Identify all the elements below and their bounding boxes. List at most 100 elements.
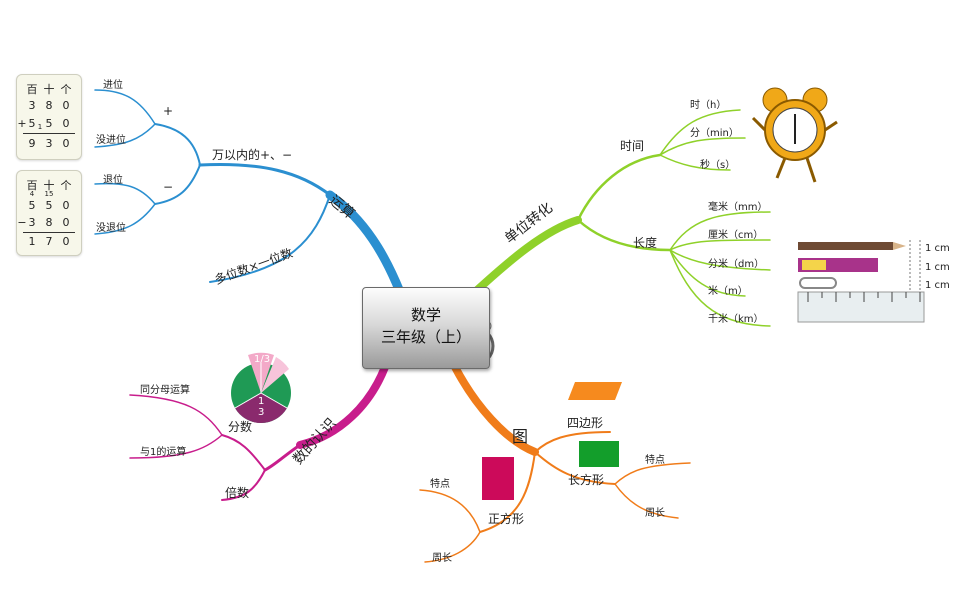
sub-r1-hundreds: 5 xyxy=(28,199,36,212)
same-denom-stroke xyxy=(129,394,223,436)
carry-label: 进位 xyxy=(103,80,123,91)
operations-branch xyxy=(94,89,405,297)
operations-multi-stroke xyxy=(209,194,331,283)
fraction-pie-illustration xyxy=(231,352,291,424)
rectangle-shape xyxy=(579,441,619,467)
quadrilateral-shape xyxy=(568,382,622,400)
sub-r1-ones: 0 xyxy=(62,199,70,212)
second-label: 秒（s） xyxy=(700,160,736,171)
add-r2-hundreds: 5 xyxy=(28,117,36,130)
clip xyxy=(799,277,837,289)
multiple-label: 倍数 xyxy=(225,486,250,500)
add-sub-label: 万以内的+、− xyxy=(212,148,293,162)
sub-r2-ones: 0 xyxy=(62,216,70,229)
hour-label: 时（h） xyxy=(690,100,727,111)
pie-divider-2 xyxy=(234,392,262,409)
mm-label: 毫米（mm） xyxy=(708,202,768,213)
addition-card: 百 十 个 3 8 0 + 5 1 5 0 9 3 0 xyxy=(16,74,82,160)
add-result-ones: 0 xyxy=(62,137,70,150)
sub-result-ones: 0 xyxy=(62,235,70,248)
alarm-clock-illustration xyxy=(751,87,838,183)
quad-stroke xyxy=(534,431,611,453)
add-header-tens: 十 xyxy=(43,83,55,96)
add-r2-ones: 0 xyxy=(62,117,70,130)
square-feature-label: 特点 xyxy=(430,479,450,490)
numbers-main-stroke xyxy=(296,363,389,449)
sub-r1-tens: 5 xyxy=(45,199,53,212)
km-label: 千米（km） xyxy=(708,314,764,325)
square-feature-stroke xyxy=(419,489,481,533)
m-label: 米（m） xyxy=(708,286,748,297)
units-main-stroke xyxy=(471,216,582,296)
same-denom-label: 同分母运算 xyxy=(140,385,190,396)
no-carry-stroke xyxy=(94,123,156,148)
multiple-stroke xyxy=(221,469,266,501)
dm-stroke xyxy=(669,249,771,271)
sub-result-tens: 7 xyxy=(45,235,53,248)
quad-label: 四边形 xyxy=(567,416,604,430)
ruler-label-3: 1 cm xyxy=(925,280,950,291)
rect-feature-label: 特点 xyxy=(645,455,665,466)
dm-label: 分米（dm） xyxy=(708,259,765,270)
time-label: 时间 xyxy=(620,139,645,153)
pencil-tip xyxy=(893,242,906,250)
no-borrow-stroke xyxy=(94,203,156,235)
length-stroke xyxy=(576,218,672,252)
add-r1-ones: 0 xyxy=(62,99,70,112)
pie-bottom-den: 3 xyxy=(258,407,265,418)
ruler-body xyxy=(797,291,925,323)
operations-minus-stroke xyxy=(154,164,201,205)
minus-label: − xyxy=(163,180,174,194)
rect-perimeter-label: 周长 xyxy=(645,508,665,519)
sub-r2-sign: − xyxy=(17,216,27,229)
operations-plus-stroke xyxy=(154,123,201,166)
sub-header-tens: 十 xyxy=(43,179,55,192)
sub-borrow-mark-1: 4 xyxy=(29,190,35,198)
add-header-hundreds: 百 xyxy=(26,83,38,96)
borrow-label: 退位 xyxy=(103,175,123,186)
add-sum-line xyxy=(23,133,75,134)
plus-label: + xyxy=(163,104,174,118)
add-r1-hundreds: 3 xyxy=(28,99,36,112)
units-branch xyxy=(471,109,771,327)
sub-header-hundreds: 百 xyxy=(26,179,38,192)
alarm-arm-right xyxy=(824,120,838,132)
subtraction-card: 百 十 个 4 15 5 5 0 − 3 8 0 1 7 0 xyxy=(16,170,82,256)
central-title: 数学 xyxy=(410,306,441,324)
pie-divider-1 xyxy=(260,392,288,409)
ruler-ticks xyxy=(807,292,921,302)
minute-stroke xyxy=(659,137,746,156)
ruler-label-1: 1 cm xyxy=(925,243,950,254)
square-label: 正方形 xyxy=(488,512,525,526)
rect-label: 长方形 xyxy=(568,473,605,487)
measurement-illustration xyxy=(797,240,925,323)
central-topic: 数学 三年级（上） xyxy=(362,287,490,369)
numbers-branch xyxy=(129,363,389,501)
pie-bottom-num: 1 xyxy=(258,396,265,407)
fraction-stroke xyxy=(221,434,266,471)
m-stroke xyxy=(669,249,746,297)
add-result-hundreds: 9 xyxy=(28,137,36,150)
square-shape xyxy=(482,457,514,500)
numbers-main-thin xyxy=(263,443,302,472)
time-stroke xyxy=(576,153,662,222)
sub-r2-hundreds: 3 xyxy=(28,216,36,229)
no-borrow-label: 没退位 xyxy=(96,223,126,234)
add-r2-sign: + xyxy=(17,117,27,130)
sub-r2-tens: 8 xyxy=(45,216,53,229)
square-stroke xyxy=(479,451,536,533)
marker-label xyxy=(802,260,826,270)
cm-stroke xyxy=(669,239,771,251)
shapes-label: 图 xyxy=(512,427,529,446)
sub-borrow-mark-2: 15 xyxy=(44,190,54,198)
borrow-stroke xyxy=(94,182,156,205)
km-stroke xyxy=(669,249,771,327)
alarm-leg-left xyxy=(775,157,787,179)
with-one-label: 与1的运算 xyxy=(140,447,187,458)
rect-stroke xyxy=(534,451,616,485)
pencil-body xyxy=(798,242,893,250)
no-carry-label: 没进位 xyxy=(96,135,126,146)
with-one-stroke xyxy=(129,434,223,459)
operations-main-stroke xyxy=(325,190,405,297)
